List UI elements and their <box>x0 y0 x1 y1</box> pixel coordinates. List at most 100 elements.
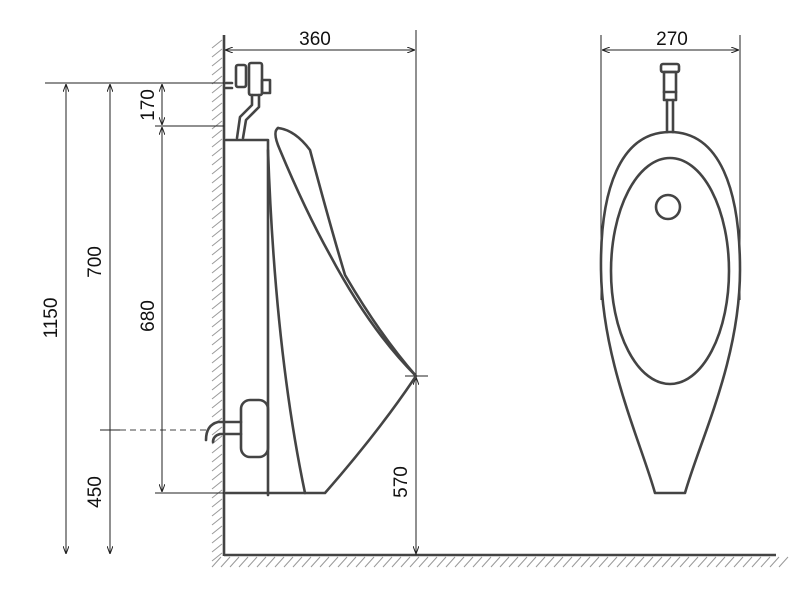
hatch-stroke <box>310 556 321 568</box>
dim-label-270: 270 <box>656 29 688 50</box>
hatch-stroke <box>508 556 519 568</box>
hatch-stroke <box>247 556 258 568</box>
hatch-stroke <box>211 543 223 553</box>
hatch-stroke <box>211 93 223 103</box>
hatch-stroke <box>211 327 223 337</box>
hatch-stroke <box>211 372 223 382</box>
dim-label-1150: 1150 <box>41 298 62 339</box>
hatch-stroke <box>211 264 223 274</box>
hatch-stroke <box>688 556 699 568</box>
hatch-stroke <box>283 556 294 568</box>
hatch-stroke <box>535 556 546 568</box>
hatch-stroke <box>211 129 223 139</box>
hatch-stroke <box>211 246 223 256</box>
hatch-stroke <box>211 228 223 238</box>
dim-label-450: 450 <box>85 476 106 508</box>
hatch-stroke <box>211 318 223 328</box>
hatch-stroke <box>445 556 456 568</box>
dim-label-570: 570 <box>391 466 412 498</box>
hatch-stroke <box>580 556 591 568</box>
hatch-stroke <box>211 219 223 229</box>
hatch-stroke <box>499 556 510 568</box>
hatch-stroke <box>211 552 223 562</box>
hatch-stroke <box>211 147 223 157</box>
hatch-stroke <box>211 282 223 292</box>
hatch-stroke <box>211 453 223 463</box>
hatch-stroke <box>211 354 223 364</box>
hatch-stroke <box>571 556 582 568</box>
hatch-stroke <box>211 120 223 130</box>
hatch-stroke <box>661 556 672 568</box>
hatch-stroke <box>211 201 223 211</box>
hatch-stroke <box>490 556 501 568</box>
hatch-stroke <box>472 556 483 568</box>
dim-label-680: 680 <box>138 300 159 332</box>
hatch-stroke <box>211 237 223 247</box>
hatch-stroke <box>238 556 249 568</box>
hatch-stroke <box>211 471 223 481</box>
hatch-stroke <box>211 525 223 535</box>
hatch-stroke <box>391 556 402 568</box>
hatch-stroke <box>706 556 717 568</box>
hatch-stroke <box>211 192 223 202</box>
hatch-stroke <box>679 556 690 568</box>
hatch-stroke <box>733 556 744 568</box>
hatch-stroke <box>589 556 600 568</box>
hatch-stroke <box>643 556 654 568</box>
hatch-stroke <box>211 66 223 76</box>
hatch-stroke <box>337 556 348 568</box>
hatch-stroke <box>409 556 420 568</box>
hatch-stroke <box>211 345 223 355</box>
hatch-stroke <box>211 426 223 436</box>
hatch-stroke <box>598 556 609 568</box>
hatch-stroke <box>607 556 618 568</box>
hatch-stroke <box>544 556 555 568</box>
hatch-stroke <box>760 556 771 568</box>
hatch-stroke <box>211 381 223 391</box>
hatch-stroke <box>724 556 735 568</box>
hatch-stroke <box>211 408 223 418</box>
hatch-stroke <box>742 556 753 568</box>
hatch-stroke <box>418 556 429 568</box>
hatch-stroke <box>211 462 223 472</box>
hatch-stroke <box>229 556 240 568</box>
hatch-stroke <box>211 534 223 544</box>
hatch-stroke <box>211 273 223 283</box>
urinal-side-view <box>204 61 418 497</box>
dim-label-360: 360 <box>299 29 331 50</box>
hatch-stroke <box>373 556 384 568</box>
hatch-stroke <box>382 556 393 568</box>
hatch-stroke <box>211 444 223 454</box>
hatch-stroke <box>211 309 223 319</box>
hatch-stroke <box>778 556 789 568</box>
hatch-stroke <box>211 516 223 526</box>
hatch-stroke <box>211 363 223 373</box>
hatch-stroke <box>211 507 223 517</box>
hatch-stroke <box>211 336 223 346</box>
dimension-lines <box>45 30 741 555</box>
hatch-stroke <box>211 102 223 112</box>
hatch-stroke <box>211 111 223 121</box>
hatch-stroke <box>220 556 231 568</box>
hatch-stroke <box>211 556 222 568</box>
dim-label-700: 700 <box>85 246 106 278</box>
floor-hatching <box>211 556 789 568</box>
dim-label-170: 170 <box>138 89 159 121</box>
hatch-stroke <box>616 556 627 568</box>
hatch-stroke <box>634 556 645 568</box>
hatch-stroke <box>562 556 573 568</box>
hatch-stroke <box>211 57 223 67</box>
hatch-stroke <box>211 300 223 310</box>
hatch-stroke <box>211 138 223 148</box>
hatch-stroke <box>697 556 708 568</box>
hatch-stroke <box>436 556 447 568</box>
hatch-stroke <box>211 84 223 94</box>
hatch-stroke <box>427 556 438 568</box>
hatch-stroke <box>301 556 312 568</box>
hatch-stroke <box>400 556 411 568</box>
hatch-stroke <box>256 556 267 568</box>
hatch-stroke <box>211 174 223 184</box>
hatch-stroke <box>670 556 681 568</box>
